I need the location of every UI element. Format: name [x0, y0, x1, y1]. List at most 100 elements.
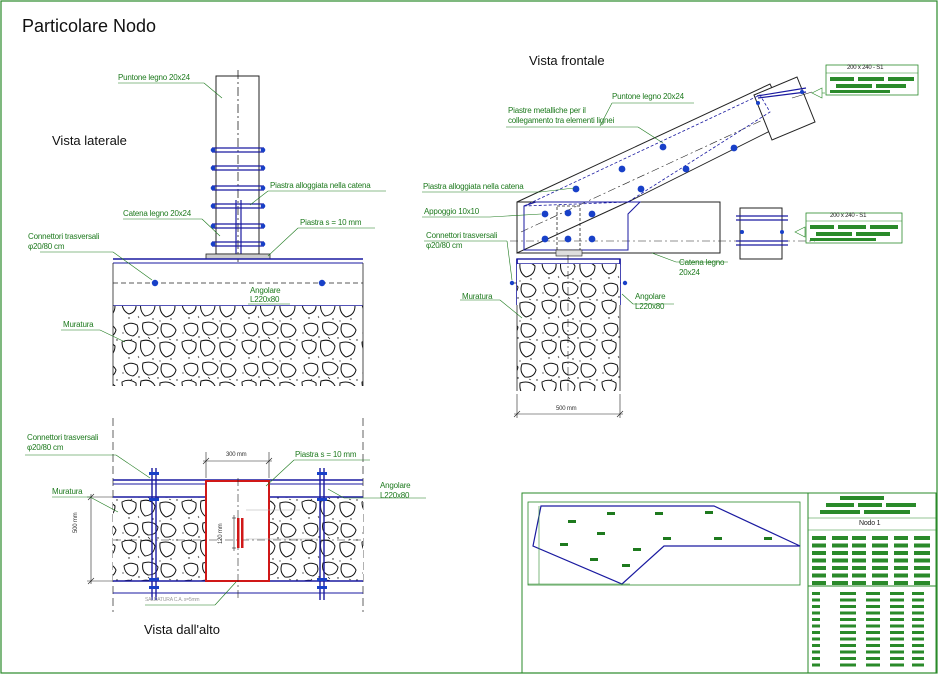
title-block-cell [866, 618, 880, 621]
title-block-cell [852, 543, 866, 548]
title-block-cell [894, 551, 908, 555]
title-block-cell [866, 592, 880, 595]
title-block-cell [812, 631, 820, 634]
plan-plate-outline [532, 505, 801, 585]
title-block-cell [866, 605, 880, 608]
drawing-title: Particolare Nodo [22, 16, 157, 36]
lateral-puntone [215, 75, 260, 255]
title-block-cell [840, 637, 856, 641]
title-block-cell [840, 592, 856, 595]
title-block-cell [890, 650, 904, 654]
title-block-cell [832, 558, 848, 563]
frontal-piastra-alloggiata-label: Piastra alloggiata nella catena [423, 182, 524, 191]
title-block-cell [912, 637, 924, 641]
top-dim-120: 120 mm [218, 523, 224, 544]
title-block-cell [872, 573, 888, 578]
title-block-cell [890, 611, 904, 615]
top-saldatura-label: SALDATURA C.A. s=5mm [145, 597, 200, 603]
frontal-muratura-label: Muratura [462, 292, 493, 301]
title-block-cell [812, 624, 820, 628]
title-block-cell [914, 536, 930, 540]
title-block-cell [914, 543, 930, 548]
title-block-cell [890, 631, 904, 634]
title-block-cell [890, 605, 904, 608]
lateral-bolts [210, 147, 266, 247]
title-block-nodo: Nodo 1 [859, 520, 881, 527]
lateral-view-title: Vista laterale [52, 133, 127, 148]
title-block-cell [840, 618, 856, 621]
title-block-cell [890, 657, 904, 660]
title-block-cell [914, 558, 930, 563]
title-block-cell [812, 558, 826, 563]
lateral-view [40, 70, 386, 386]
title-block-cell [872, 581, 888, 585]
title-block-cell [866, 624, 880, 628]
lateral-angolare-spec: L220x80 [250, 295, 280, 304]
title-block-cell [840, 598, 856, 602]
title-block-cell [866, 637, 880, 641]
title-block-cell [912, 598, 924, 602]
title-block-cell [894, 558, 908, 563]
title-block-cell [894, 536, 908, 540]
title-block-cell [894, 581, 908, 585]
lateral-masonry [113, 306, 363, 386]
title-block-cell [890, 592, 904, 595]
lateral-connettori-spec: φ20/80 cm [28, 242, 65, 251]
title-block-cell [840, 663, 856, 667]
top-dim-300: 300 mm [226, 452, 247, 458]
title-block-cell [812, 637, 820, 641]
lateral-angolare-label: Angolare [250, 286, 281, 295]
lateral-connector-bolt [151, 279, 159, 287]
title-block-cell [914, 551, 930, 555]
title-block-cell [894, 566, 908, 570]
frontal-piastre-label-2: collegamento tra elementi lignei [508, 116, 615, 125]
title-block-cell [812, 581, 826, 585]
title-block-cell [912, 663, 924, 667]
title-block-cell [832, 573, 848, 578]
title-block-cell [890, 644, 904, 647]
title-block-cell [812, 644, 820, 647]
frontal-catena-spec: 20x24 [679, 268, 700, 277]
title-block-cell [894, 573, 908, 578]
title-block-cell [832, 536, 848, 540]
lateral-connector-bolt [318, 279, 326, 287]
title-block-cell [852, 551, 866, 555]
section-stamp-1 [825, 64, 919, 96]
section-stamp-1-text: 200 x 240 - S1 [847, 65, 884, 71]
frontal-view [422, 64, 919, 418]
frontal-puntone-label: Puntone legno 20x24 [612, 92, 684, 101]
title-block-cell [812, 573, 826, 578]
frontal-catena-label: Catena legno [679, 258, 725, 267]
title-block-cell [914, 566, 930, 570]
title-block-cell [912, 631, 924, 634]
title-block-cell [812, 611, 820, 615]
title-block-cell [912, 618, 924, 621]
title-block-cell [840, 631, 856, 634]
frontal-connettori-spec: φ20/80 cm [426, 241, 463, 250]
title-block-cell [840, 644, 856, 647]
title-block-cell [812, 657, 820, 660]
lateral-puntone-label: Puntone legno 20x24 [118, 73, 190, 82]
frontal-appoggio-label: Appoggio 10x10 [424, 207, 480, 216]
title-block-cell [890, 618, 904, 621]
title-block-cell [912, 605, 924, 608]
title-block-cell [840, 605, 856, 608]
title-block-cell [812, 566, 826, 570]
title-block-cell [872, 543, 888, 548]
title-block-cell [912, 657, 924, 660]
title-block-cell [852, 558, 866, 563]
title-block-cell [812, 618, 820, 621]
title-block-cell [832, 551, 848, 555]
title-block-cell [812, 605, 820, 608]
frontal-angolare-spec: L220x80 [635, 302, 665, 311]
title-block-cell [840, 611, 856, 615]
title-block-cell [812, 551, 826, 555]
top-angolare-spec: L220x80 [380, 491, 410, 500]
frontal-dim-500: 500 mm [556, 406, 577, 412]
title-block-cell [866, 650, 880, 654]
frontal-angolare-label: Angolare [635, 292, 666, 301]
title-block-cell [912, 624, 924, 628]
title-block [521, 492, 937, 674]
